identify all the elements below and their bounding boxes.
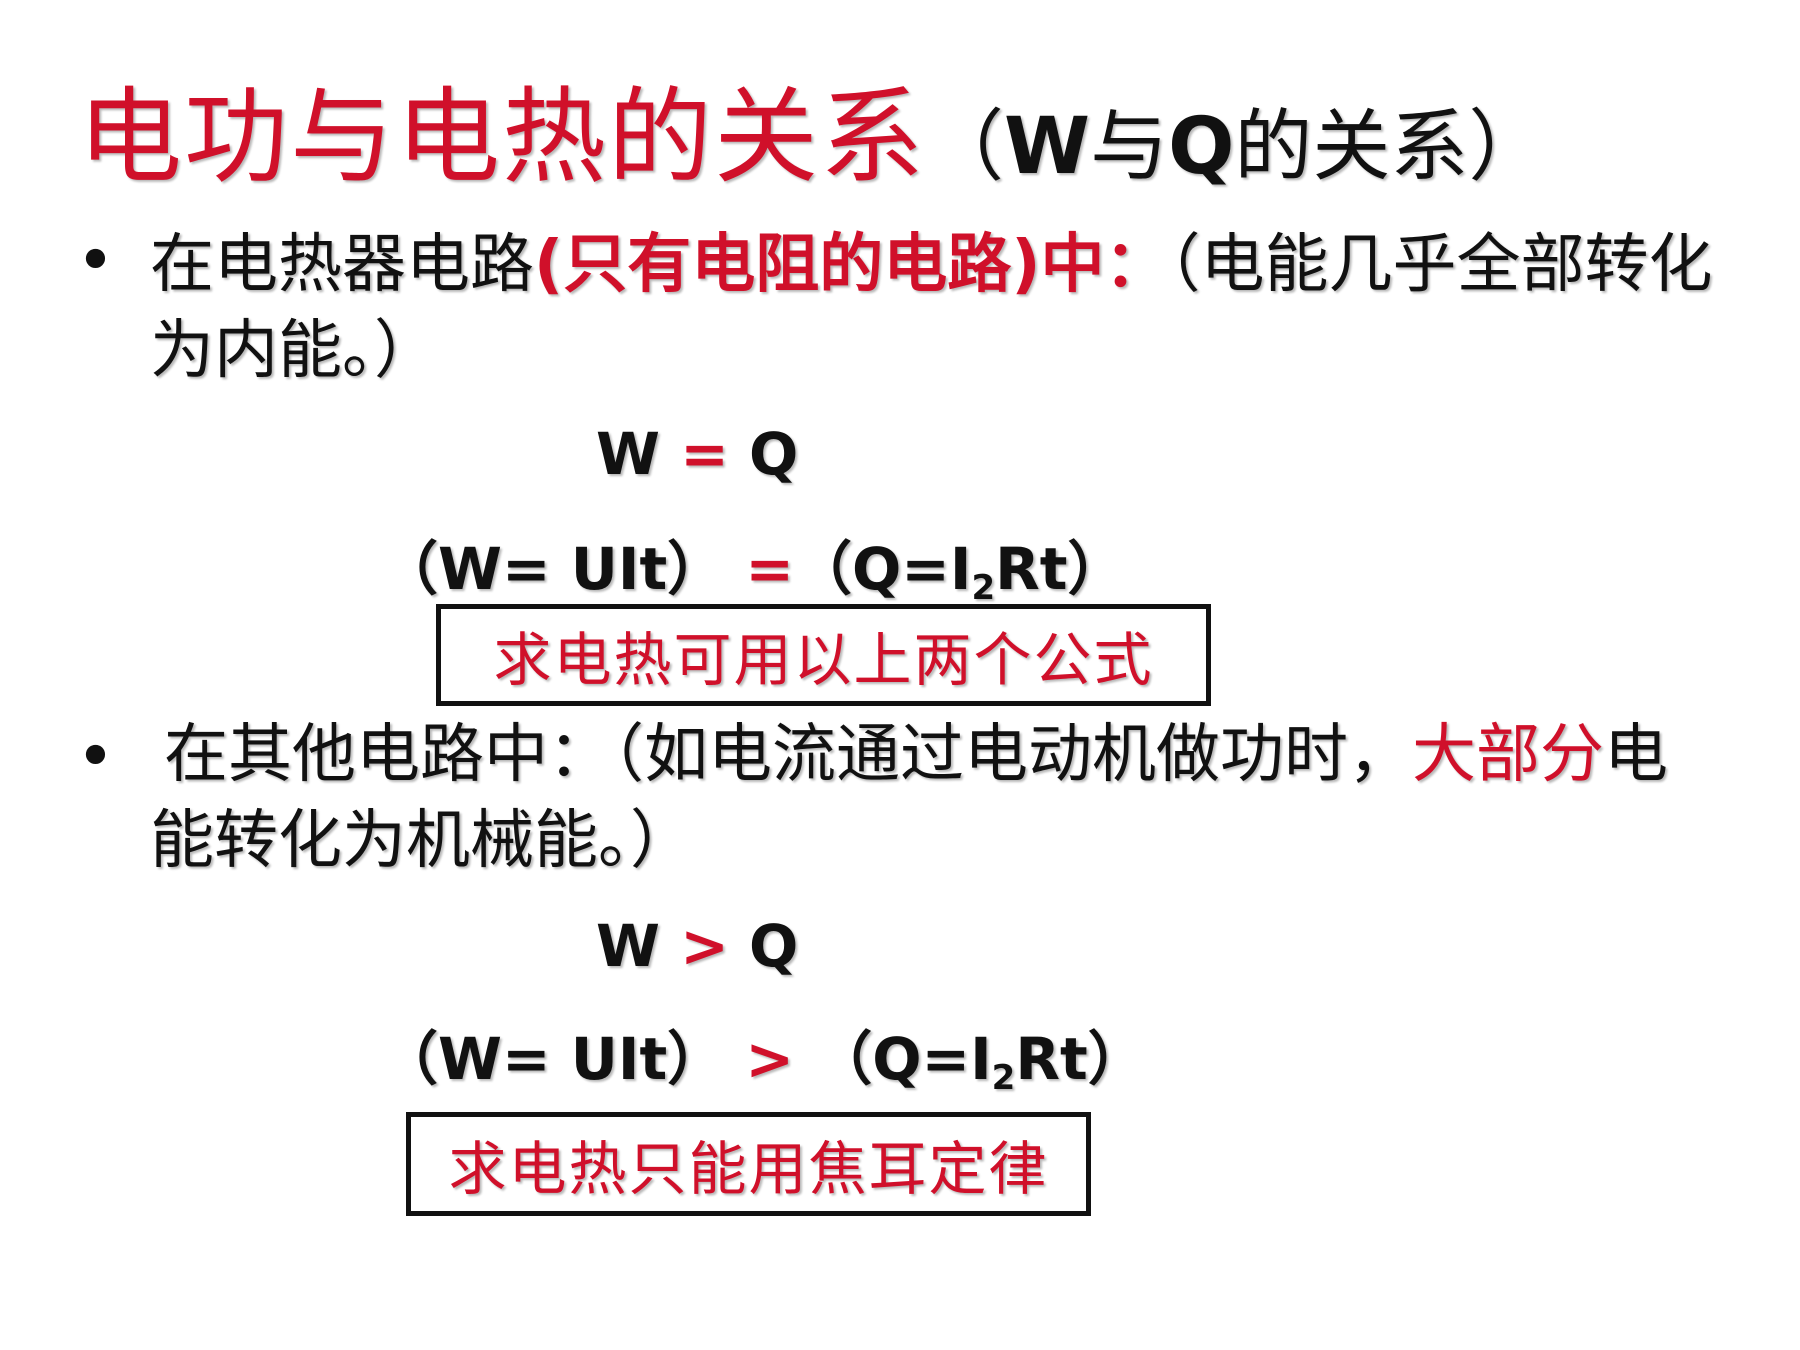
para2-text-a: 在其他电路中：（如电流通过电动机做功时， [164, 718, 1412, 792]
formula2-right-a: （Q=I [793, 535, 972, 603]
formula2-right-b: Rt） [995, 535, 1126, 603]
formula4-right-a: （Q=I [814, 1025, 992, 1093]
formula-uit-greater-i2rt: （W= UIt） > （Q=I2Rt） [380, 1012, 1146, 1098]
formula3-right: Q [749, 912, 799, 980]
formula2-right-sub: 2 [971, 568, 996, 608]
title-sub-open: （ [926, 102, 1005, 192]
formula4-right-b: Rt） [1015, 1025, 1146, 1093]
formula-uit-equals-i2rt: （W= UIt） =（Q=I2Rt） [380, 522, 1126, 608]
formula1-op: = [680, 420, 729, 488]
bullet-2: • [76, 718, 115, 795]
formula1-right: Q [749, 420, 799, 488]
note-box-1: 求电热可用以上两个公式 [436, 604, 1211, 706]
slide-title: 电功与电热的关系（W与Q的关系） [78, 52, 1546, 203]
para1-text-a: 在电热器电路 [150, 228, 534, 302]
title-subtitle: （W与Q的关系） [926, 102, 1546, 192]
formula4-op: > [745, 1025, 794, 1093]
title-sub-rest: 的关系） [1234, 102, 1547, 192]
formula4-left: （W= UIt） [380, 1025, 726, 1093]
formula-w-greater-q: W > Q [596, 912, 798, 980]
note-box-2: 求电热只能用焦耳定律 [406, 1112, 1091, 1216]
para2-text-b: 电能转化为机械能。） [150, 718, 1668, 878]
para2-text-red: 大部分 [1412, 718, 1604, 792]
formula-w-equals-q: W = Q [596, 420, 798, 488]
paragraph-other-circuit: 在其他电路中：（如电流通过电动机做功时，大部分电能转化为机械能。） [150, 712, 1730, 884]
paragraph-heater-circuit: 在电热器电路(只有电阻的电路)中：（电能几乎全部转化为内能。） [150, 222, 1730, 394]
formula2-op: = [745, 535, 794, 603]
formula1-left: W [596, 420, 660, 488]
title-sub-w: W [1004, 102, 1091, 192]
para1-text-b: （电能几乎全部转化为内能。） [150, 228, 1713, 388]
title-sub-q: Q [1168, 102, 1235, 192]
formula3-left: W [596, 912, 660, 980]
formula3-op: > [680, 912, 729, 980]
bullet-1: • [76, 222, 115, 299]
formula2-left: （W= UIt） [380, 535, 726, 603]
formula4-right-sub: 2 [991, 1058, 1016, 1098]
title-sub-yu: 与 [1090, 102, 1169, 192]
title-main: 电功与电热的关系 [78, 76, 927, 198]
para1-text-red: (只有电阻的电路)中： [534, 228, 1169, 302]
